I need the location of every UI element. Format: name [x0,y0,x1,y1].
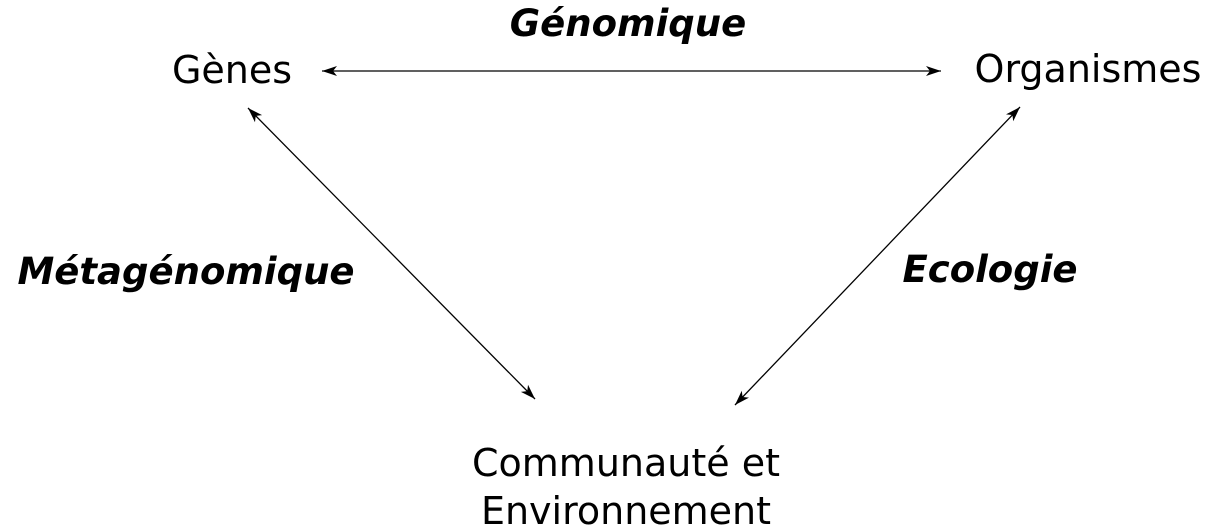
node-genes: Gènes [172,48,292,92]
edge-label-ecologie: Ecologie [903,248,1078,291]
node-communaute-line1: Communauté et [472,441,780,485]
arrow-head-end [520,384,535,399]
arrow-line [247,107,536,400]
arrow-head-start [322,66,337,76]
edge-organismes-communaute [734,106,1021,406]
node-communaute-line2: Environnement [481,489,771,532]
node-organismes: Organismes [975,47,1202,91]
arrow-head-end [926,66,941,76]
arrow-head-start [1006,107,1020,122]
edge-label-metagenomique: Métagénomique [17,250,354,293]
edge-label-genomique: Génomique [510,2,746,45]
arrow-line [734,106,1021,406]
arrow-head-end [735,390,749,405]
edge-genes-organismes [322,66,941,76]
edge-genes-communaute [247,107,536,400]
arrow-head-start [248,108,263,123]
